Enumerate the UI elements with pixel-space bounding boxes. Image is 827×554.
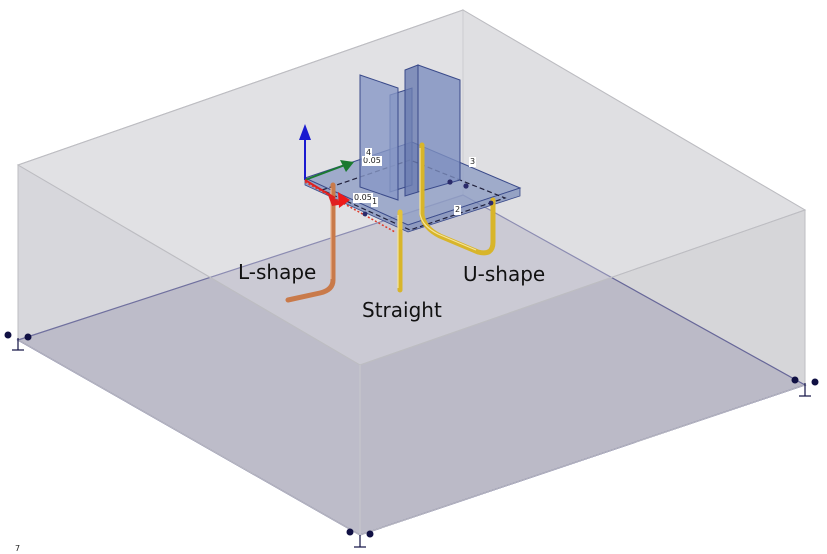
node-number-2: 2 bbox=[454, 205, 462, 215]
column-flange-right-side bbox=[404, 64, 419, 197]
plate-red-edge bbox=[304, 181, 396, 233]
node-number-1: 1 bbox=[371, 197, 379, 207]
support-icon[interactable] bbox=[791, 376, 819, 397]
support-icon[interactable] bbox=[4, 331, 32, 351]
corner-number: 7 bbox=[15, 544, 21, 553]
axis-triad-icon[interactable] bbox=[299, 124, 354, 208]
node-markers bbox=[362, 179, 494, 217]
dimension-label-upper: 0.05 bbox=[362, 156, 382, 166]
base-plate-edge bbox=[304, 177, 521, 233]
node-number-3: 3 bbox=[469, 157, 477, 167]
plate-dashed-outline bbox=[321, 159, 507, 231]
label-straight: Straight bbox=[362, 298, 442, 322]
anchor-u-shape[interactable] bbox=[419, 142, 496, 256]
column-flange-left[interactable] bbox=[359, 74, 399, 201]
node-number-4: 4 bbox=[365, 148, 373, 158]
label-u-shape: U-shape bbox=[463, 262, 546, 286]
dimension-label-lower: 0.05 bbox=[353, 193, 373, 203]
anchor-l-shape[interactable] bbox=[285, 182, 336, 303]
label-l-shape: L-shape bbox=[238, 260, 317, 284]
anchor-u-highlight bbox=[419, 148, 477, 251]
support-icon[interactable] bbox=[346, 528, 374, 548]
